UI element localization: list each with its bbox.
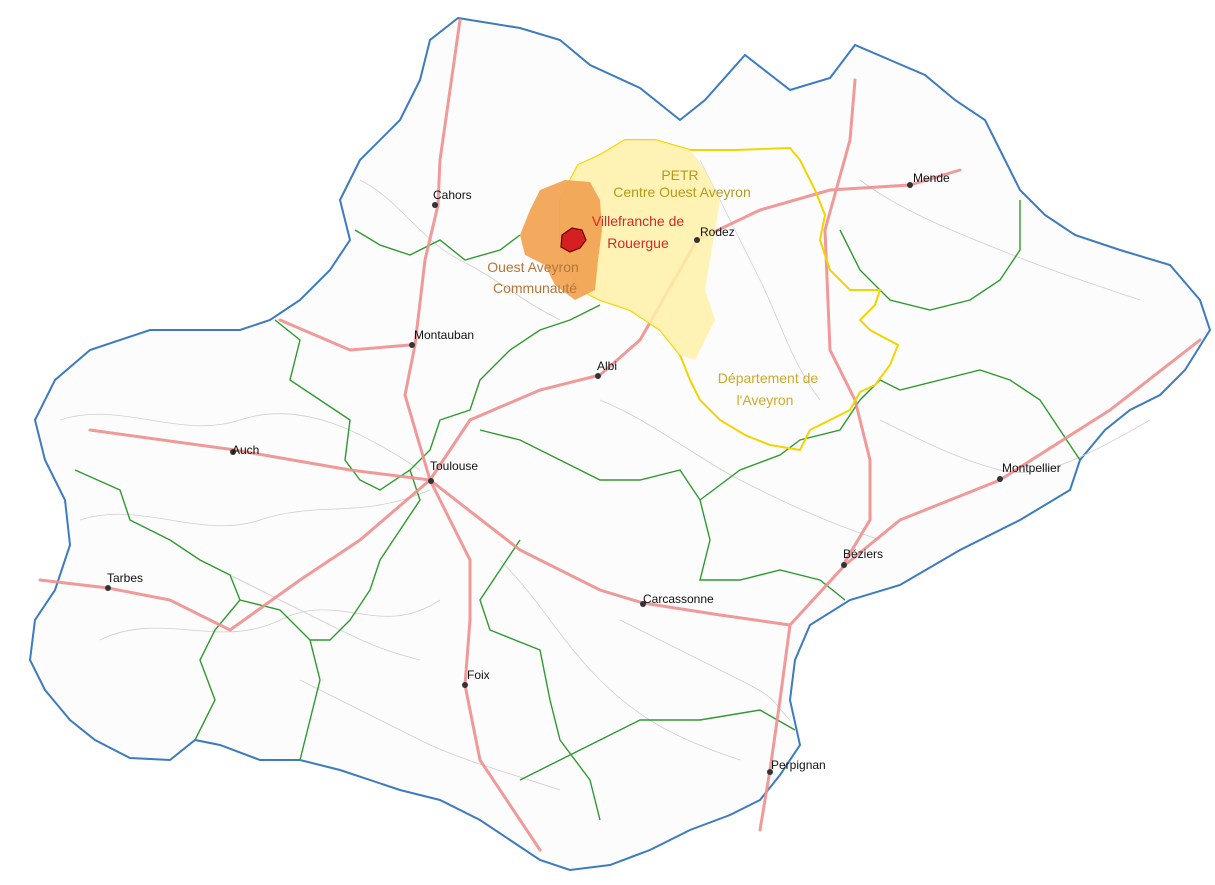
city-label-beziers: Béziers	[843, 547, 883, 561]
department-borders	[74, 200, 1081, 821]
communaute-label-line2: Communauté	[493, 280, 577, 296]
petr-label-line2: Centre Ouest Aveyron	[613, 184, 750, 200]
city-marker-montpellier	[997, 476, 1003, 482]
city-marker-mende	[907, 182, 913, 188]
city-label-toulouse: Toulouse	[430, 459, 478, 473]
city-label-montpellier: Montpellier	[1002, 461, 1061, 475]
city-marker-cahors	[432, 202, 438, 208]
city-label-perpignan: Perpignan	[771, 758, 826, 772]
villefranche-label-line2: Rouergue	[607, 235, 669, 251]
city-label-mende: Mende	[913, 171, 950, 185]
petr-area	[560, 140, 720, 360]
villefranche-label-line1: Villefranche de	[592, 213, 685, 229]
region-outline	[28, 16, 1212, 872]
city-marker-carcassonne	[640, 601, 646, 607]
city-marker-rodez	[694, 237, 700, 243]
major-roads	[38, 18, 1202, 852]
city-marker-beziers	[841, 562, 847, 568]
city-marker-perpignan	[767, 769, 773, 775]
city-marker-albi	[595, 373, 601, 379]
city-marker-auch	[230, 449, 236, 455]
city-label-albi: Albi	[597, 359, 617, 373]
area-labels: PETR Centre Ouest Aveyron Villefranche d…	[487, 167, 818, 408]
city-label-montauban: Montauban	[414, 328, 474, 342]
city-label-foix: Foix	[467, 668, 490, 682]
city-marker-foix	[462, 682, 468, 688]
departement-label-line1: Département de	[718, 370, 819, 386]
city-label-carcassonne: Carcassonne	[643, 592, 714, 606]
communaute-label-line1: Ouest Aveyron	[487, 259, 579, 275]
city-label-rodez: Rodez	[700, 225, 735, 239]
city-marker-tarbes	[105, 585, 111, 591]
city-marker-toulouse	[428, 478, 434, 484]
city-label-cahors: Cahors	[433, 188, 472, 202]
city-label-auch: Auch	[232, 443, 259, 457]
city-label-tarbes: Tarbes	[107, 571, 143, 585]
departement-label-line2: l'Aveyron	[737, 392, 794, 408]
petr-label-line1: PETR	[661, 167, 698, 183]
villefranche-area	[560, 227, 587, 253]
city-marker-montauban	[409, 342, 415, 348]
